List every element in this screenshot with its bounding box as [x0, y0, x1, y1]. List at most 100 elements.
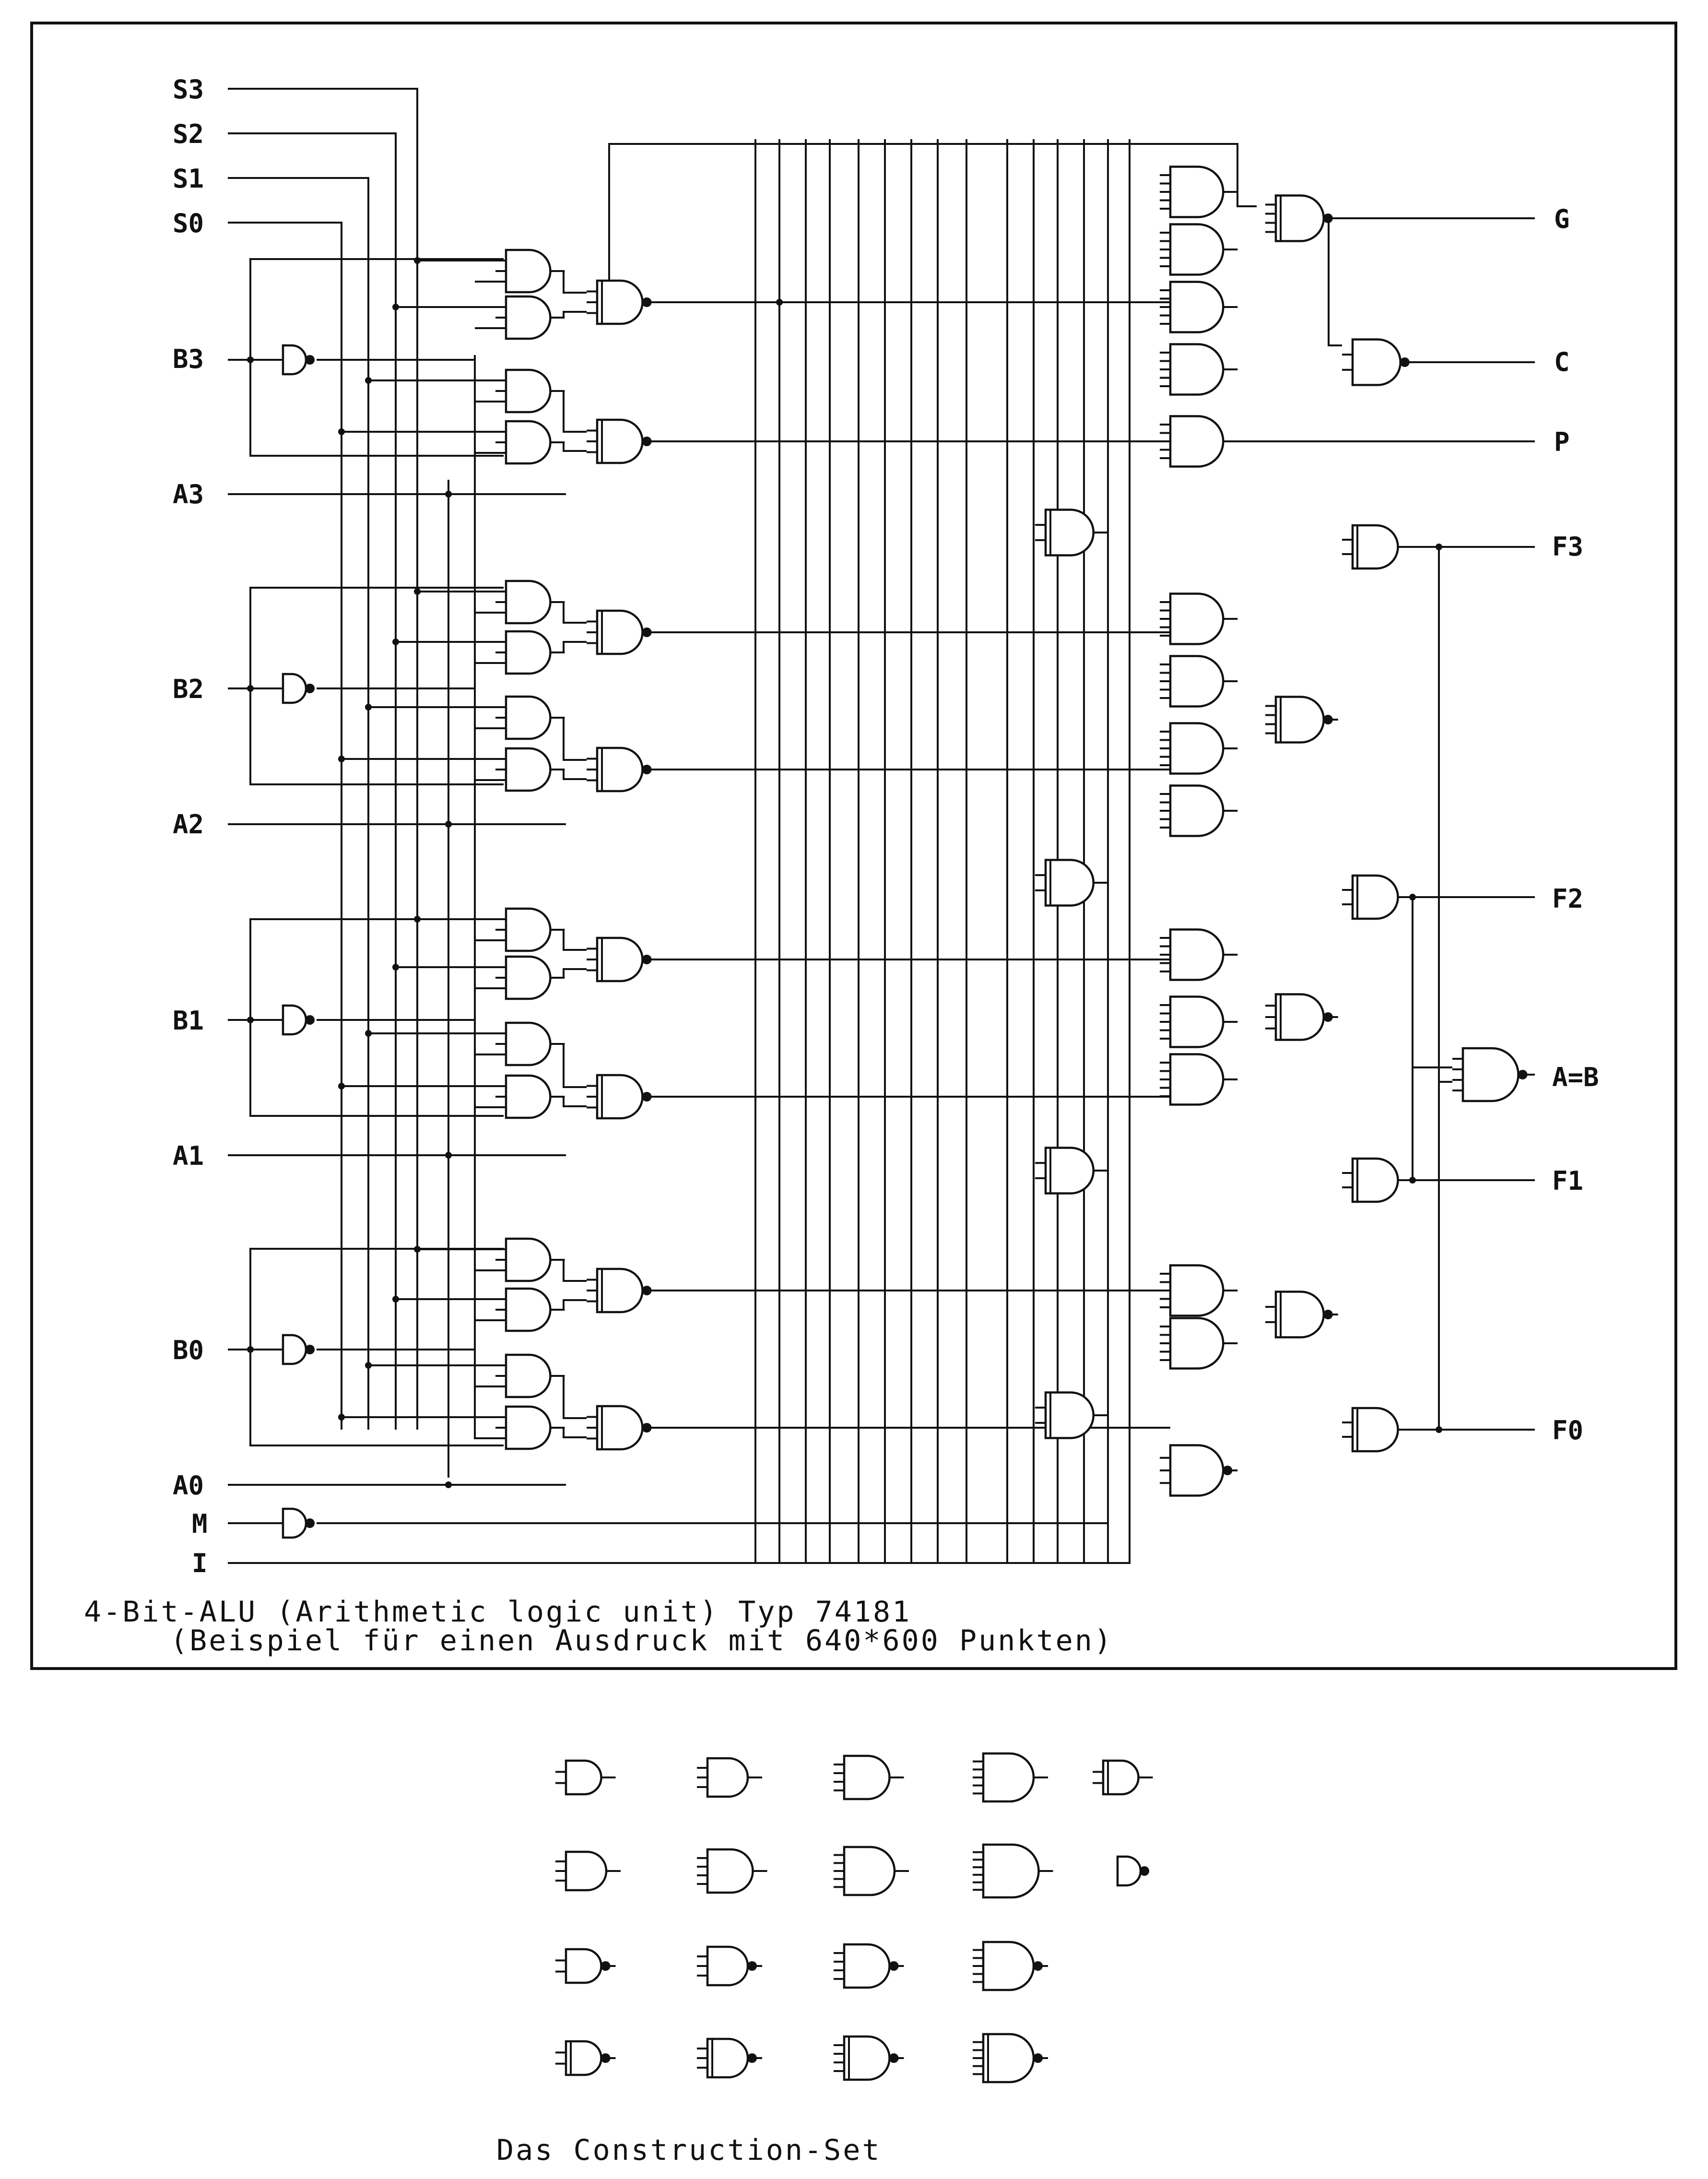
- junction-dot: [1436, 1426, 1442, 1433]
- input-label-a0: A0: [173, 1470, 204, 1501]
- construction-set-title: Das Construction-Set: [496, 2133, 881, 2167]
- inversion-bubble: [601, 1961, 611, 1971]
- output-label-p: P: [1554, 427, 1570, 457]
- wire: [548, 769, 587, 780]
- input-label-m: M: [192, 1509, 208, 1539]
- gate-body: [505, 420, 552, 465]
- wire: [548, 1096, 587, 1107]
- slice-and-gate: [495, 1021, 565, 1066]
- wire: [548, 717, 587, 761]
- slice-nor-gate: [587, 1074, 657, 1120]
- slice-and-gate: [495, 907, 565, 952]
- inversion-bubble: [642, 955, 652, 964]
- gate-body: [282, 344, 307, 376]
- gate-body: [1044, 1391, 1095, 1439]
- gate-body: [982, 1843, 1040, 1899]
- b-feed-wire: [249, 688, 504, 785]
- gate-body: [596, 279, 644, 325]
- lookahead-and-gate: [1160, 995, 1238, 1048]
- gate-body: [1169, 281, 1225, 333]
- inversion-bubble: [642, 765, 652, 774]
- and-3-symbol: [697, 1757, 762, 1798]
- gate-body: [1351, 1157, 1399, 1203]
- inversion-bubble: [601, 2053, 611, 2063]
- b-feed-wire: [249, 587, 504, 688]
- gate-body: [505, 580, 552, 625]
- lookahead-and-gate: [1160, 281, 1238, 333]
- gate-body: [1169, 1317, 1225, 1370]
- and-3-alt-symbol: [555, 1850, 621, 1892]
- slice-and-gate: [495, 580, 565, 625]
- slice-nor-gate: [587, 1267, 657, 1314]
- input-label-s3: S3: [173, 74, 204, 105]
- carry-nor-gate: [1265, 993, 1338, 1041]
- inversion-bubble: [747, 2053, 757, 2063]
- gate-body: [505, 747, 552, 792]
- output-label-a-eq-b: A=B: [1552, 1062, 1599, 1092]
- gate-body: [706, 1848, 754, 1894]
- slice-and-gate: [495, 420, 565, 465]
- gate-body: [1169, 592, 1225, 645]
- input-label-i: I: [192, 1548, 208, 1578]
- c-nand-gate: [1342, 338, 1415, 386]
- lookahead-and-gate: [1160, 1317, 1238, 1370]
- output-label-f2: F2: [1552, 884, 1583, 914]
- junction-dot: [414, 588, 421, 595]
- slice-and-gate: [495, 1353, 565, 1398]
- inversion-bubble: [1033, 1961, 1043, 1971]
- junction-dot: [1409, 1177, 1416, 1184]
- gate-body: [505, 368, 552, 414]
- nand-5-alt-symbol: [973, 2033, 1048, 2084]
- slice-and-gate: [495, 1237, 565, 1282]
- junction-dot: [338, 756, 345, 762]
- gate-body: [282, 673, 307, 704]
- gate-body: [1044, 1147, 1095, 1195]
- input-label-s2: S2: [173, 119, 204, 149]
- gate-body: [843, 1754, 891, 1800]
- g-nor-gate: [1265, 194, 1338, 242]
- inversion-bubble: [747, 1961, 757, 1971]
- gate-body: [843, 2035, 891, 2081]
- gate-body: [1169, 415, 1225, 468]
- gate-body: [1044, 509, 1095, 557]
- gate-body: [1351, 1407, 1399, 1453]
- gate-body: [596, 746, 644, 793]
- output-label-c: C: [1554, 347, 1570, 377]
- junction-dot: [338, 1414, 345, 1421]
- gate-body: [1169, 995, 1225, 1048]
- wire: [548, 1043, 587, 1088]
- inversion-bubble: [889, 1961, 899, 1971]
- gate-body: [596, 418, 644, 464]
- slice-and-gate: [495, 1405, 565, 1450]
- gate-body: [505, 630, 552, 675]
- inversion-bubble: [642, 297, 652, 307]
- slice-nor-gate: [587, 418, 657, 464]
- lookahead-and-gate: [1160, 223, 1238, 276]
- junction-dot: [776, 299, 783, 306]
- slice-nor-gate: [587, 279, 657, 325]
- gate-body: [1116, 1855, 1142, 1887]
- junction-dot: [414, 257, 421, 264]
- gate-body: [596, 609, 644, 655]
- junction-dot: [445, 491, 452, 497]
- wire: [608, 143, 1257, 302]
- wire: [548, 1259, 587, 1282]
- control-buses: [228, 88, 476, 1478]
- wire: [548, 270, 587, 294]
- inversion-bubble: [305, 1518, 315, 1528]
- sum-xor-gate: [1035, 1391, 1108, 1439]
- inversion-bubble: [642, 628, 652, 637]
- gate-body: [1169, 223, 1225, 276]
- inversion-bubble: [1323, 213, 1333, 223]
- gate-body: [1169, 784, 1225, 837]
- sum-xor-gate: [1035, 509, 1108, 557]
- gate-body: [505, 695, 552, 740]
- wire: [548, 1375, 587, 1419]
- gate-body: [1274, 993, 1325, 1041]
- output-label-g: G: [1554, 204, 1570, 234]
- gate-body: [505, 1021, 552, 1066]
- nand-4-symbol: [834, 1943, 904, 1989]
- gate-body: [843, 1846, 896, 1896]
- inversion-bubble: [1323, 1012, 1333, 1022]
